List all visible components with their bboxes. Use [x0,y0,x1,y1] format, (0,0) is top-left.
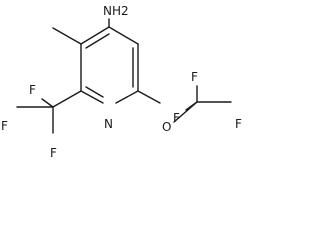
fluorine-label: F [29,83,36,97]
amine-label: NH2 [103,4,129,18]
ring-nitrogen-label: N [104,117,113,131]
pyridine-ring [80,26,139,104]
fluorine-label: F [50,146,57,160]
fluorine-label: F [173,111,180,125]
bond-c2-cf3 [52,90,82,108]
bond-cf3-f-upper [41,98,54,108]
bond-n1-c2 [80,90,104,104]
chemical-structure: NH2 N O F F F F F F [1,4,242,160]
bond-c3-c4 [80,26,110,45]
bond-c4-c5 [108,26,139,45]
substituent-bonds [16,18,232,134]
bond-c6-n1 [115,90,139,104]
bond-c6-o [137,90,161,104]
bond-c3-methyl [52,27,82,45]
fluorine-label: F [191,70,198,84]
atom-labels: NH2 N O F F F F F F [1,4,242,160]
fluorine-label: F [235,117,242,131]
ether-oxygen-label: O [162,120,171,134]
bond-n1-c2-inner [85,86,104,98]
fluorine-label: F [1,119,8,133]
bond-c3-c4-inner [85,33,110,49]
bond-ocf3-f-left [185,101,198,111]
